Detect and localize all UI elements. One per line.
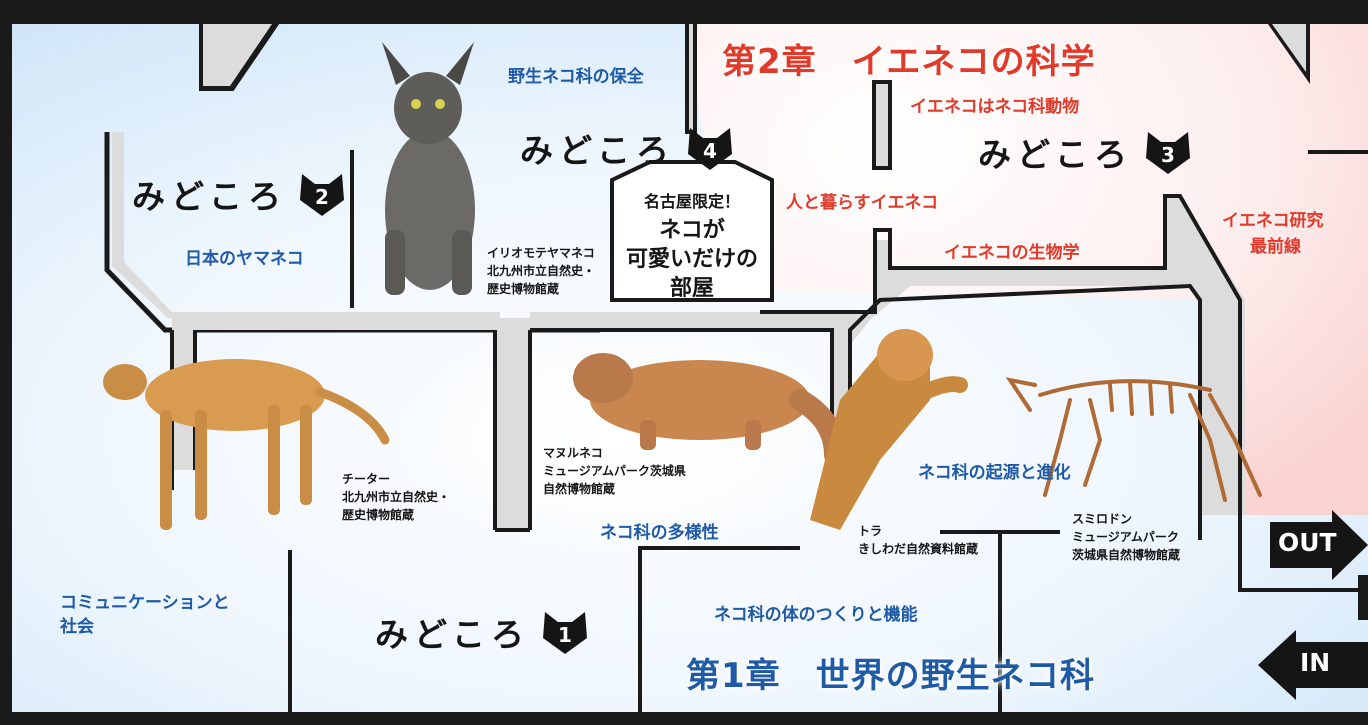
cheetah-illustration — [103, 359, 390, 530]
cat-badge-icon: 3 — [1146, 132, 1191, 174]
entrance-in-label: IN — [1300, 648, 1331, 677]
room4-title: ネコが 可愛いだけの 部屋 — [625, 218, 758, 301]
iriomote-cat-illustration — [382, 42, 475, 295]
midokoro-2[interactable]: みどころ 2 — [132, 170, 347, 218]
midokoro-label: みどころ — [132, 177, 288, 216]
midokoro-label: みどころ — [978, 135, 1134, 174]
cat-badge-icon: 4 — [688, 128, 733, 170]
smilodon-skeleton-illustration — [1005, 377, 1262, 502]
zone-research-line2: 最前線 — [1250, 237, 1301, 257]
exit-out-arrow-icon[interactable] — [1270, 510, 1368, 580]
caption-tiger: トラ きしわだ自然資料館蔵 — [858, 524, 979, 556]
midokoro-label: みどころ — [520, 131, 676, 170]
nagoya-limited-room[interactable]: 名古屋限定！ ネコが 可愛いだけの 部屋 — [612, 162, 772, 312]
caption-iriomote: イリオモテヤマネコ 北九州市立自然史・ 歴史博物館蔵 — [487, 246, 596, 296]
zone-biology: イエネコの生物学 — [944, 243, 1080, 263]
cat-badge-icon: 2 — [300, 174, 345, 216]
zone-research-line1: イエネコ研究 — [1222, 211, 1324, 231]
tiger-illustration — [810, 329, 968, 530]
zone-domestic-is-felid: イエネコはネコ科動物 — [910, 97, 1080, 117]
zone-conservation: 野生ネコ科の保全 — [508, 67, 644, 87]
exit-out-label: OUT — [1278, 528, 1337, 557]
zone-communication-line2: 社会 — [60, 617, 94, 637]
zone-diversity: ネコ科の多様性 — [600, 523, 719, 543]
midokoro-4[interactable]: みどころ 4 — [520, 124, 735, 172]
midokoro-1[interactable]: みどころ 1 — [375, 608, 590, 656]
zone-communication-line1: コミュニケーションと — [60, 593, 230, 613]
zone-origin: ネコ科の起源と進化 — [918, 463, 1071, 483]
caption-cheetah: チーター 北九州市立自然史・ 歴史博物館蔵 — [342, 472, 451, 522]
midokoro-number: 2 — [315, 185, 329, 209]
midokoro-label: みどころ — [375, 615, 531, 654]
zone-body: ネコ科の体のつくりと機能 — [714, 605, 918, 625]
caption-smilodon: スミロドン ミュージアムパーク 茨城県自然博物館蔵 — [1072, 512, 1181, 562]
chapter1-title: 第1章 世界の野生ネコ科 — [686, 656, 1095, 696]
midokoro-number: 3 — [1161, 143, 1175, 167]
midokoro-number: 4 — [703, 139, 717, 163]
cat-badge-icon: 1 — [543, 612, 588, 654]
midokoro-3[interactable]: みどころ 3 — [978, 128, 1193, 176]
chapter2-title: 第2章 イエネコの科学 — [722, 42, 1096, 82]
room4-subtitle: 名古屋限定！ — [643, 192, 740, 211]
zone-japan-wildcat: 日本のヤマネコ — [185, 249, 304, 269]
entrance-in-arrow-icon[interactable] — [1258, 630, 1368, 700]
midokoro-number: 1 — [558, 623, 572, 647]
caption-manul: マヌルネコ ミュージアムパーク茨城県 自然博物館蔵 — [543, 446, 686, 496]
zone-living-with: 人と暮らすイエネコ — [786, 193, 939, 213]
